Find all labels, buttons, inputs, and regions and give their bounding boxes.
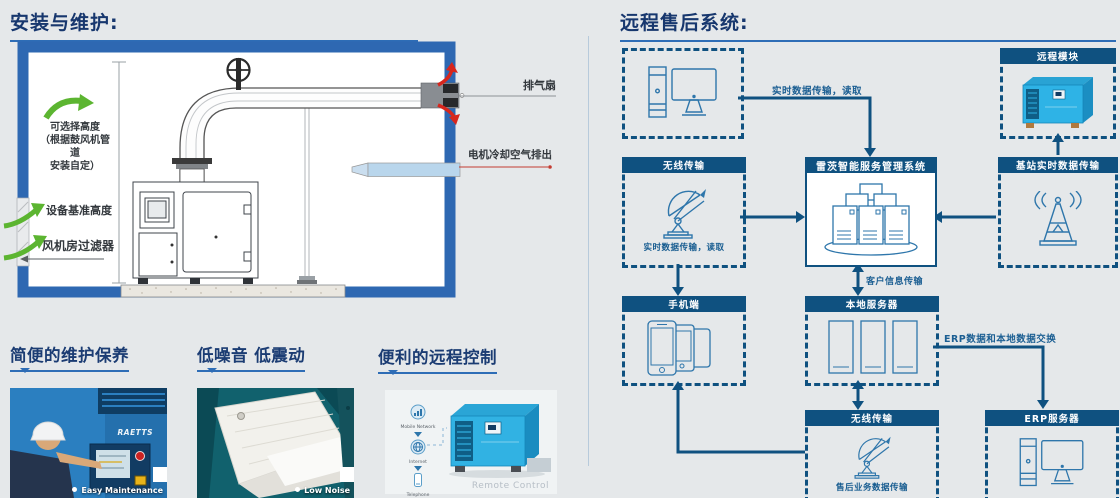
remote-control-panel: Mobile Network Internet Telephone: [385, 390, 557, 498]
maintenance-caption: Easy Maintenance: [72, 486, 163, 495]
satellite-dish-icon: [663, 188, 706, 239]
remote-control-art: [427, 404, 545, 478]
internet-glyph: [410, 439, 426, 455]
edge-local-to-erp: [933, 345, 1045, 400]
node-local-server: 本地服务器: [805, 296, 939, 386]
server-cluster-icon: [824, 183, 918, 256]
down-arrow-icon: [414, 466, 422, 475]
leader-lines: [20, 95, 556, 263]
telephone-label: Telephone: [406, 493, 430, 498]
feature-title-lownoise: 低噪音 低震动: [197, 342, 306, 373]
brand-text: RAETTS: [117, 428, 153, 437]
feature-title-remote: 便利的远程控制: [378, 344, 497, 375]
label-adjustable-height: 可选择高度 （根据鼓风机管道 安装自定）: [36, 121, 114, 173]
label-motor-cooling: 电机冷却空气排出: [468, 149, 552, 161]
local-server-header: 本地服务器: [805, 296, 939, 312]
down-arrow-icon: [414, 432, 422, 441]
node-wireless-bottom: 无线传输 售后业务数据传输: [805, 410, 939, 498]
left-section-title: 安装与维护:: [10, 8, 418, 42]
erp-server-header: ERP服务器: [985, 410, 1119, 426]
adjustable-height-line1: 可选择高度: [50, 122, 100, 133]
internet-label: Internet: [409, 460, 427, 465]
remote-module-machine-image: [1022, 76, 1093, 128]
exhaust-pipe: [172, 87, 421, 183]
wireless-bottom-caption: 售后业务数据传输: [835, 482, 908, 493]
feature-card-maintenance: 简便的维护保养 RAETTS: [10, 342, 178, 498]
exhaust-fan-icon: [420, 62, 465, 125]
airflow-arrows: [3, 94, 94, 261]
cooling-duct: [351, 162, 461, 177]
node-remote-module: 远程模块: [1000, 48, 1116, 139]
telephone-glyph: [414, 473, 422, 487]
label-base-height: 设备基准高度: [46, 204, 112, 217]
node-base-station: 基站实时数据传输: [998, 157, 1118, 268]
telephone-icon: Telephone: [398, 472, 438, 498]
height-dimension-line: [112, 61, 126, 284]
label-exhaust-fan: 排气扇: [523, 79, 556, 92]
node-wireless-top: 无线传输 实时数据传输，读取: [622, 157, 746, 268]
radio-tower-icon: [1034, 190, 1082, 246]
maintenance-photo-art: [10, 388, 167, 498]
label-room-filter: 风机房过滤器: [42, 239, 115, 253]
photo-sticker: [153, 467, 167, 482]
adjustable-height-line3: 安装自定）: [50, 161, 100, 172]
base-station-header: 基站实时数据传输: [998, 157, 1118, 173]
node-pc: [622, 48, 744, 139]
wireless-top-header: 无线传输: [622, 157, 746, 173]
photo-sticker: [340, 467, 354, 482]
lownoise-photo-art: [197, 388, 354, 498]
node-raetts-system: 雷茨智能服务管理系统: [805, 157, 937, 267]
lownoise-photo: Low Noise: [197, 388, 354, 498]
edge-label-customer-info: 客户信息传输: [866, 277, 924, 287]
satellite-dish-icon: [854, 436, 891, 479]
maintenance-photo: RAETTS Easy Maintenance: [10, 388, 167, 498]
remote-caption: Remote Control: [471, 481, 549, 491]
right-section-title: 远程售后系统:: [620, 8, 1116, 42]
valve-icon: [226, 57, 251, 90]
blower-machine-drawing: [132, 181, 259, 284]
lownoise-caption: Low Noise: [295, 486, 350, 495]
adjustable-height-line2: （根据鼓风机管道: [40, 135, 110, 159]
feature-title-maintenance: 简便的维护保养: [10, 342, 129, 373]
wireless-bottom-header: 无线传输: [805, 410, 939, 426]
internet-icon: Internet: [398, 439, 438, 465]
edge-label-erp-exchange: ERP数据和本地数据交换: [944, 334, 1057, 345]
feature-card-remote: 便利的远程控制: [378, 344, 558, 498]
edge-wireless2-to-mobile: [676, 390, 805, 454]
node-mobile: 手机端: [622, 296, 746, 386]
installation-room-diagram: [3, 41, 556, 298]
mobile-network-label: Mobile Network: [400, 425, 436, 430]
floor-band: [120, 284, 346, 298]
edge-pc-to-system: [738, 96, 872, 148]
mobile-header: 手机端: [622, 296, 746, 312]
pipe-support: [297, 108, 317, 284]
node-erp-server: ERP服务器: [985, 410, 1119, 498]
erp-computer-icon: [1019, 437, 1084, 486]
remote-module-header: 远程模块: [1000, 48, 1116, 64]
section-divider: [588, 36, 589, 466]
raetts-system-header: 雷茨智能服务管理系统: [805, 157, 937, 173]
mobile-network-glyph: [410, 404, 426, 420]
feature-card-lownoise: 低噪音 低震动 Low Noise: [197, 342, 365, 498]
pedestal-box: [527, 458, 551, 472]
mobile-network-icon: Mobile Network: [398, 404, 438, 430]
desktop-computer-icon: [648, 65, 717, 118]
wireless-top-caption: 实时数据传输，读取: [643, 242, 725, 253]
smartphones-icon: [647, 320, 711, 376]
local-server-icon: [828, 320, 918, 374]
edge-label-realtime: 实时数据传输，读取: [772, 86, 863, 97]
